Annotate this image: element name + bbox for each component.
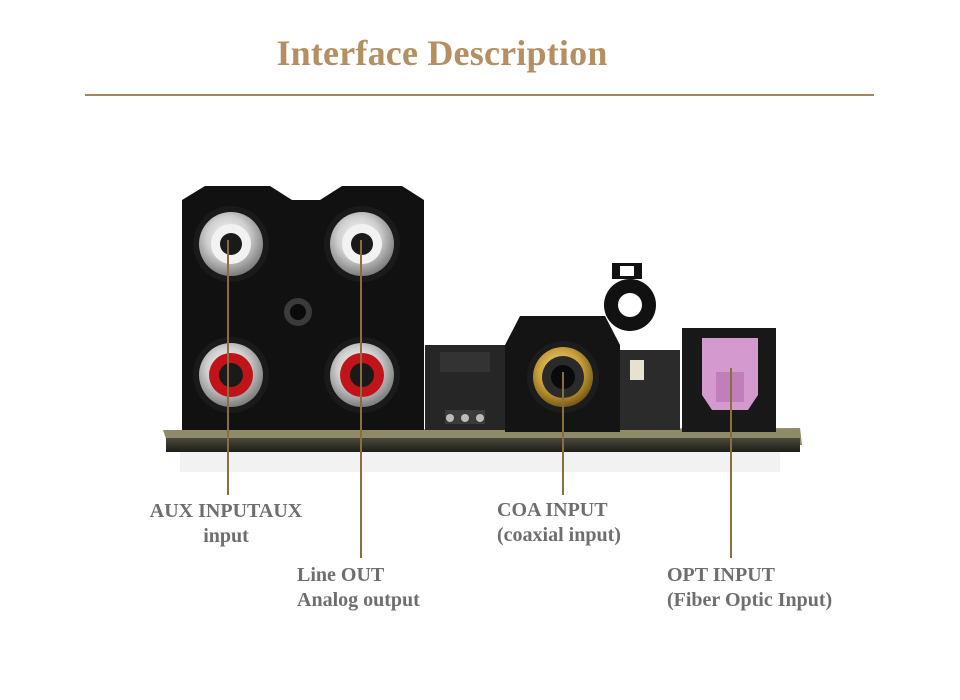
aux-input-jack-white (193, 206, 269, 282)
opt-input-label-line2: (Fiber Optic Input) (667, 589, 833, 611)
optical-input-jack (682, 328, 776, 432)
coa-input-label-line2: (coaxial input) (497, 524, 621, 546)
aux-input-label: AUX INPUTAUX input (124, 499, 328, 549)
opt-input-label-line1: OPT INPUT (667, 564, 775, 586)
line-out-label: Line OUT Analog output (297, 563, 420, 613)
aux-input-label-line1: AUX INPUTAUX (149, 500, 303, 522)
aux-input-label-line2: input (203, 525, 249, 547)
coa-input-label: COA INPUT (coaxial input) (497, 498, 621, 548)
line-out-label-line1: Line OUT (297, 564, 385, 586)
leader-lines (227, 240, 732, 558)
opt-input-label: OPT INPUT (Fiber Optic Input) (667, 563, 832, 613)
title-divider (85, 94, 874, 96)
page-title: Interface Description (276, 33, 608, 73)
line-out-label-line2: Analog output (297, 589, 420, 611)
coa-input-label-line1: COA INPUT (497, 499, 608, 521)
pcb-board (163, 345, 802, 472)
aux-input-jack-red (193, 337, 269, 413)
